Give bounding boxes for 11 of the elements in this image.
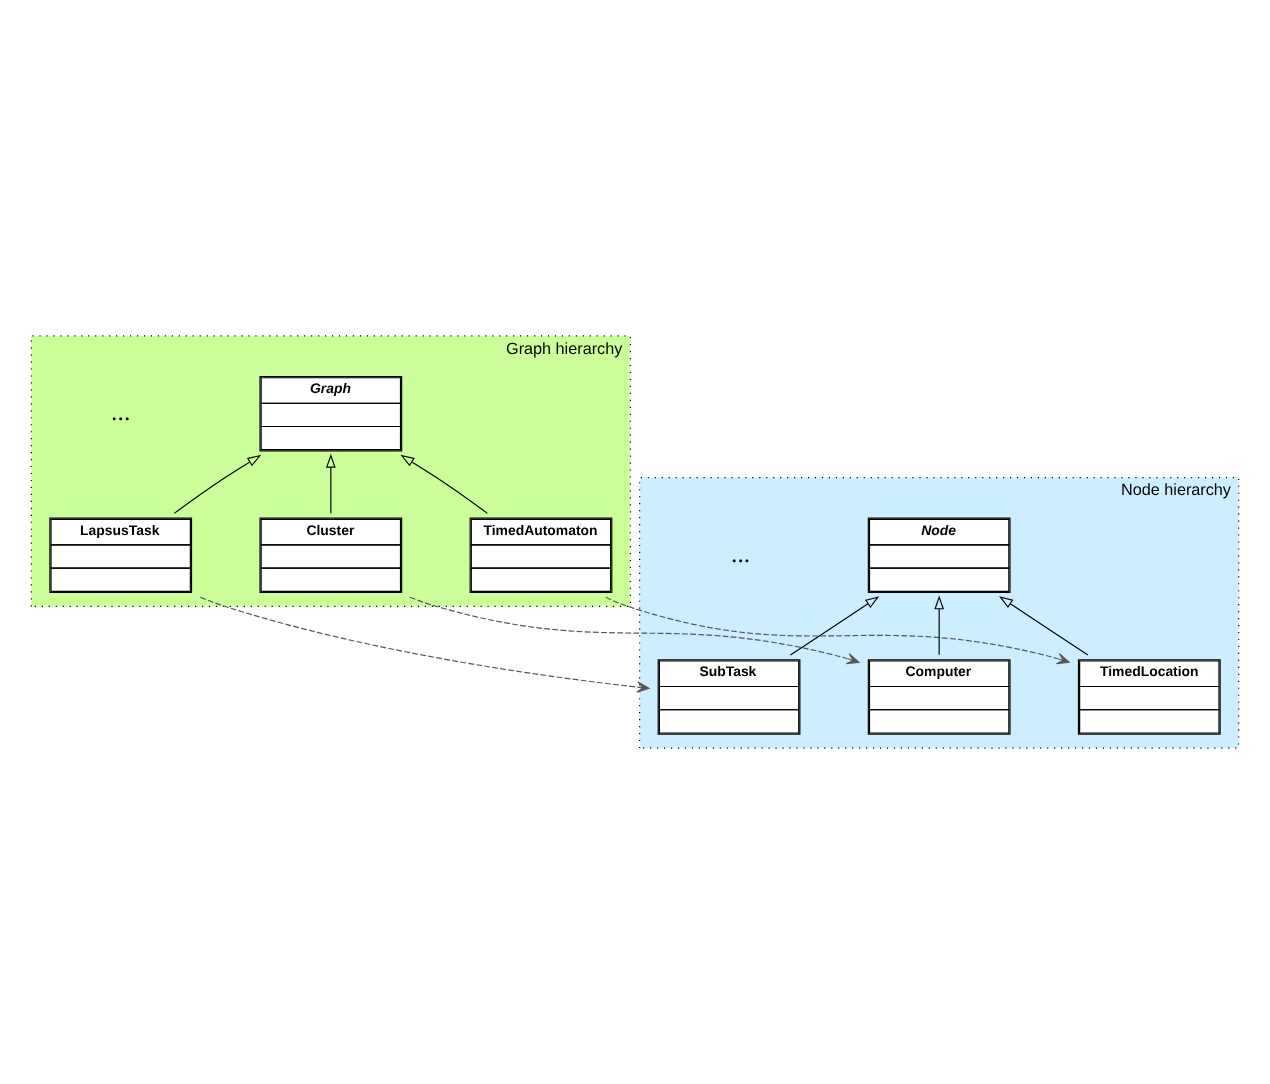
arrow bbox=[409, 596, 860, 665]
arrow bbox=[789, 596, 880, 656]
arrow bbox=[605, 596, 1070, 665]
arrow bbox=[325, 453, 336, 514]
label: ... bbox=[111, 398, 131, 427]
arrow bbox=[173, 454, 262, 514]
arrow bbox=[934, 595, 945, 656]
arrow bbox=[400, 454, 488, 514]
arrow bbox=[199, 596, 650, 693]
arrow bbox=[999, 596, 1089, 656]
label: ... bbox=[731, 539, 751, 568]
